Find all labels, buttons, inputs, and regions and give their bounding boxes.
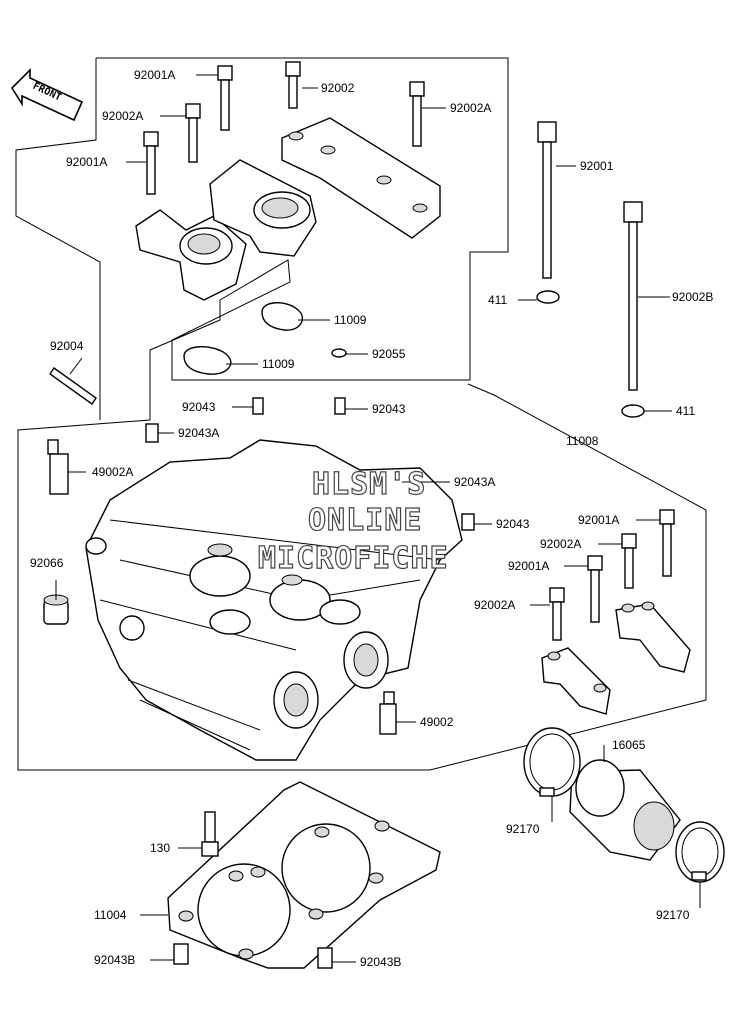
label-11008: 11008 [566,434,599,448]
rocker-holder-left [135,209,247,301]
dowel-92043-a [252,397,264,415]
clamp-92170-left [523,727,581,797]
label-92001A-right-mid: 92001A [508,559,549,573]
label-92043A-right: 92043A [454,475,495,489]
assembly-outline [17,57,707,771]
bolt-130 [201,811,219,857]
label-92002B: 92002B [672,290,713,304]
bolt-92001A-top [217,65,233,131]
rocker-holder-right [209,159,317,257]
label-92043-a: 92043 [182,400,216,414]
label-92043B-right: 92043B [360,955,401,969]
label-92043-right: 92043 [496,517,530,531]
label-11009-lower: 11009 [262,357,295,371]
label-92002A-top-right: 92002A [450,101,491,115]
label-11004: 11004 [94,908,127,922]
label-49002A: 49002A [92,465,133,479]
camshaft-cap-top [281,117,441,239]
watermark-line-2: ONLINE [308,503,422,538]
label-92002A-right-upper: 92002A [540,537,581,551]
bolt-92001-long [537,121,557,279]
dowel-92043B-right [317,947,333,969]
bolt-92001A-right-tall [659,509,675,577]
label-49002: 49002 [420,715,454,729]
watermark: HLSM'S ONLINE MICROFICHE [257,466,449,576]
label-92066: 92066 [30,556,64,570]
bolt-92002A-right-upper [621,533,637,589]
intake-port-right [343,631,389,689]
bolt-92002A-right-lower [549,587,565,641]
label-92043A-left: 92043A [178,426,219,440]
label-411-lower: 411 [676,404,695,418]
bolt-92001A-right-mid [587,555,603,623]
rocker-bracket-outline [15,58,101,420]
camshaft-cap-right-lower [541,647,611,715]
label-92055: 92055 [372,347,406,361]
dowel-92043-b [334,397,346,415]
label-92004: 92004 [50,339,84,353]
oring-11009-upper [261,302,303,331]
label-92002A-left: 92002A [102,109,143,123]
bolt-92002A-left [185,103,201,163]
label-92170-left: 92170 [506,822,540,836]
label-92001: 92001 [580,159,614,173]
head-gasket-11004 [167,781,441,969]
watermark-line-1: HLSM'S [312,467,426,502]
label-92001A-right-tall: 92001A [578,513,619,527]
bolt-92002-top [285,61,301,109]
oring-11009-lower [183,346,232,375]
label-92043-b: 92043 [372,402,406,416]
label-130: 130 [150,841,170,855]
stud-92004 [49,367,97,405]
leader-lines [55,74,701,963]
watermark-line-3: MICROFICHE [258,541,449,576]
label-92170-right: 92170 [656,908,690,922]
washer-411-lower [621,404,645,418]
camshaft-cap-right-upper [615,601,691,673]
dowel-92043-right [461,513,475,531]
intake-port-left [273,671,319,729]
clamp-92170-right [675,821,725,883]
plug-49002 [379,691,397,735]
oring-92055 [331,348,347,358]
label-92002-top: 92002 [321,81,355,95]
cylinder-head [85,439,463,761]
label-92001A-top: 92001A [134,68,175,82]
plug-49002A [47,439,69,495]
washer-411-upper [536,290,560,304]
label-411-upper: 411 [488,293,507,307]
bolt-92001A-left [143,131,159,195]
bolt-92002A-top [409,81,425,147]
dowel-92043B-left [173,943,189,965]
part-labels: 92001A 92002 92002A 92002A 92001A 92001 … [30,68,713,969]
label-16065: 16065 [612,738,646,752]
label-92001A-left: 92001A [66,155,107,169]
intake-pipe-16065 [569,759,681,861]
dowel-92043A-left [145,423,159,443]
front-arrow-icon: FRONT [10,68,84,122]
bolt-92002B-long [623,201,643,391]
label-92043B-left: 92043B [94,953,135,967]
label-11009-upper: 11009 [334,313,367,327]
label-92002A-right-lower: 92002A [474,598,515,612]
